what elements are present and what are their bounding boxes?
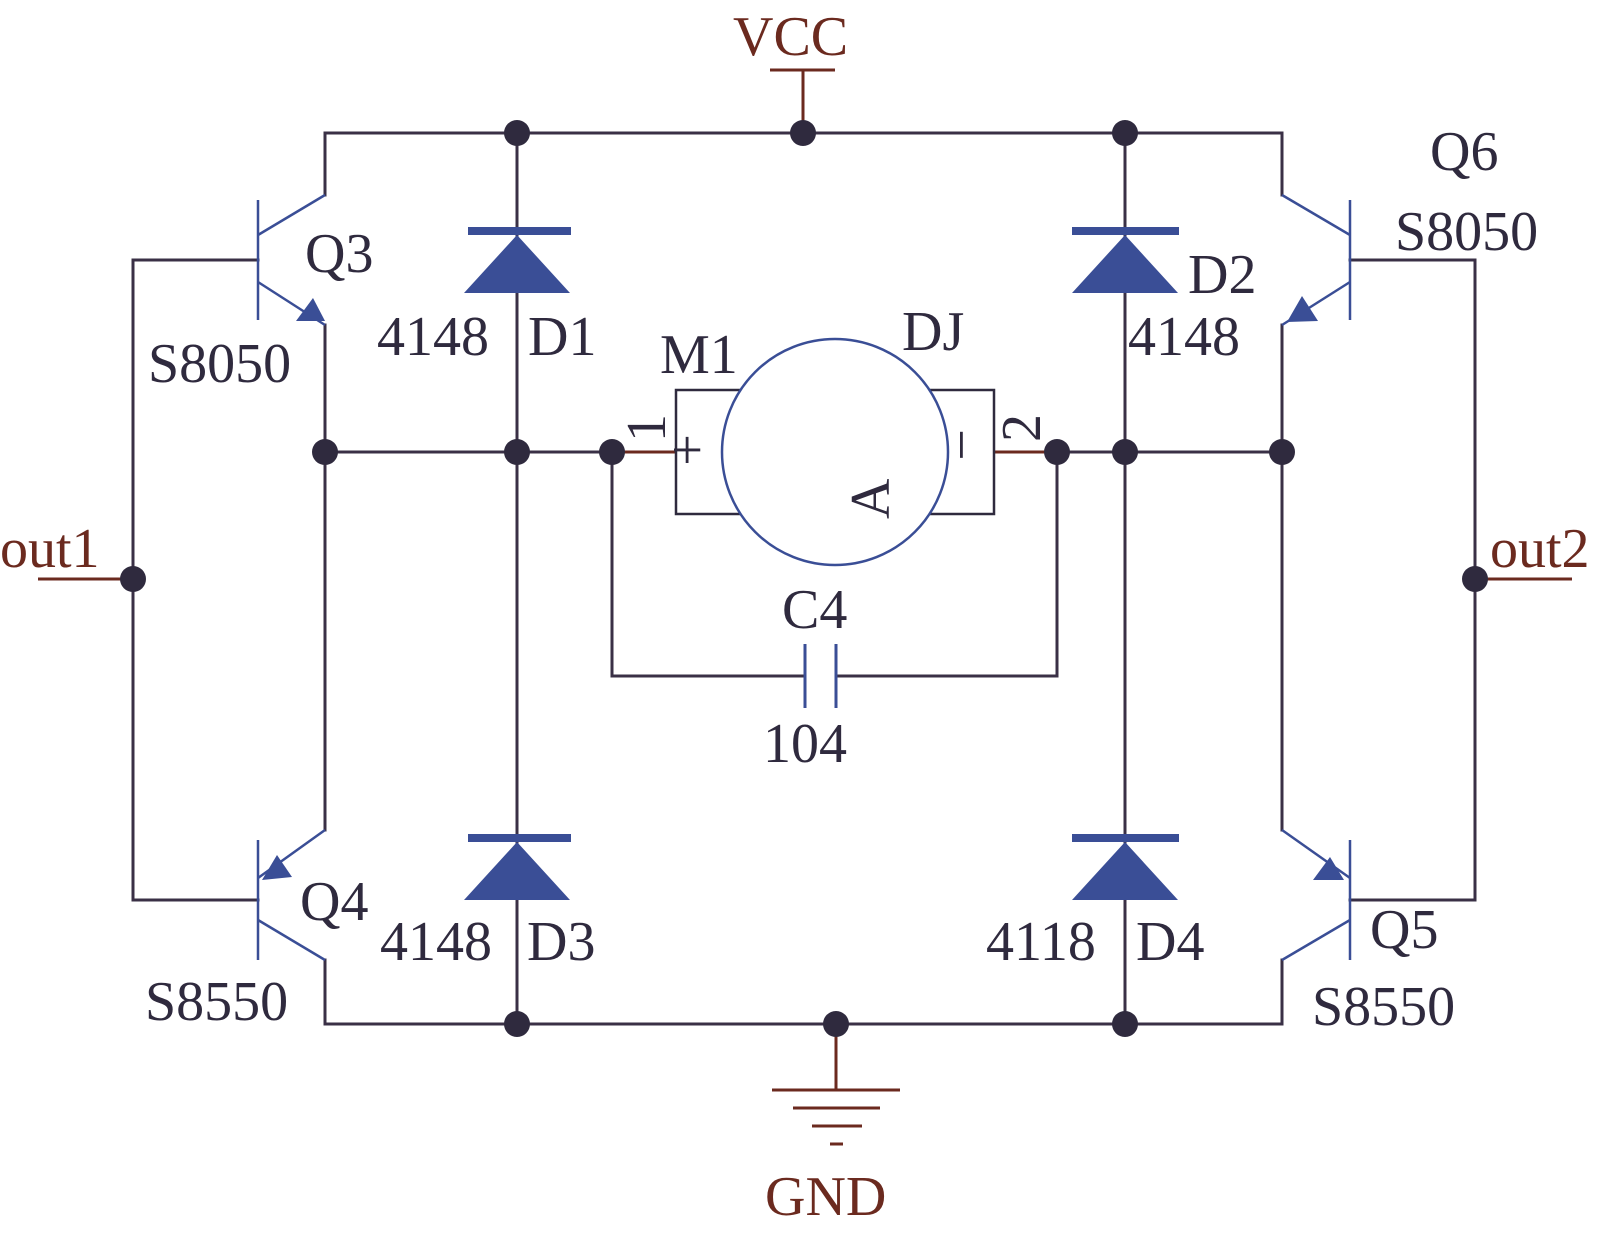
junction-dots xyxy=(120,120,1488,1037)
motor-center-label: A xyxy=(840,478,902,519)
transistor-q6 xyxy=(1281,193,1352,327)
d2-part: 4148 xyxy=(1128,306,1240,368)
q6-part: S8050 xyxy=(1395,201,1538,263)
motor-pin1: 1 xyxy=(616,414,678,442)
motor-pin2: 2 xyxy=(991,414,1053,442)
motor-plus: + xyxy=(657,434,719,466)
motor-minus: − xyxy=(931,429,993,461)
c4-name: C4 xyxy=(782,579,847,641)
diode-d3 xyxy=(464,834,571,900)
d2-name: D2 xyxy=(1188,244,1256,306)
transistor-q5 xyxy=(1281,828,1352,962)
d3-part: 4148 xyxy=(380,911,492,973)
d1-part: 4148 xyxy=(377,306,489,368)
q6-name: Q6 xyxy=(1430,121,1498,183)
out1-label: out1 xyxy=(0,518,100,580)
c4-value: 104 xyxy=(763,713,847,775)
diode-d1 xyxy=(464,227,571,293)
d1-name: D1 xyxy=(528,306,596,368)
motor-type: DJ xyxy=(902,301,964,363)
gnd-label: GND xyxy=(765,1166,886,1228)
out2-label: out2 xyxy=(1490,518,1590,580)
left-column-wires xyxy=(38,131,327,1026)
diode-d2 xyxy=(1072,227,1179,293)
q3-part: S8050 xyxy=(148,333,291,395)
motor-name: M1 xyxy=(660,324,738,386)
q3-name: Q3 xyxy=(305,223,373,285)
gnd-rail xyxy=(323,1022,1284,1146)
transistor-q4 xyxy=(256,828,326,962)
q5-part: S8550 xyxy=(1312,976,1455,1038)
capacitor-c4 xyxy=(610,450,1059,708)
d4-name: D4 xyxy=(1136,911,1204,973)
vcc-label: VCC xyxy=(733,6,848,68)
diode-d4 xyxy=(1072,834,1179,900)
q5-name: Q5 xyxy=(1370,899,1438,961)
motor-m1 xyxy=(612,337,1057,567)
d4-part: 4118 xyxy=(986,911,1096,973)
d3-name: D3 xyxy=(527,911,595,973)
q4-name: Q4 xyxy=(300,871,368,933)
q4-part: S8550 xyxy=(145,971,288,1033)
transistor-q3 xyxy=(256,193,326,327)
